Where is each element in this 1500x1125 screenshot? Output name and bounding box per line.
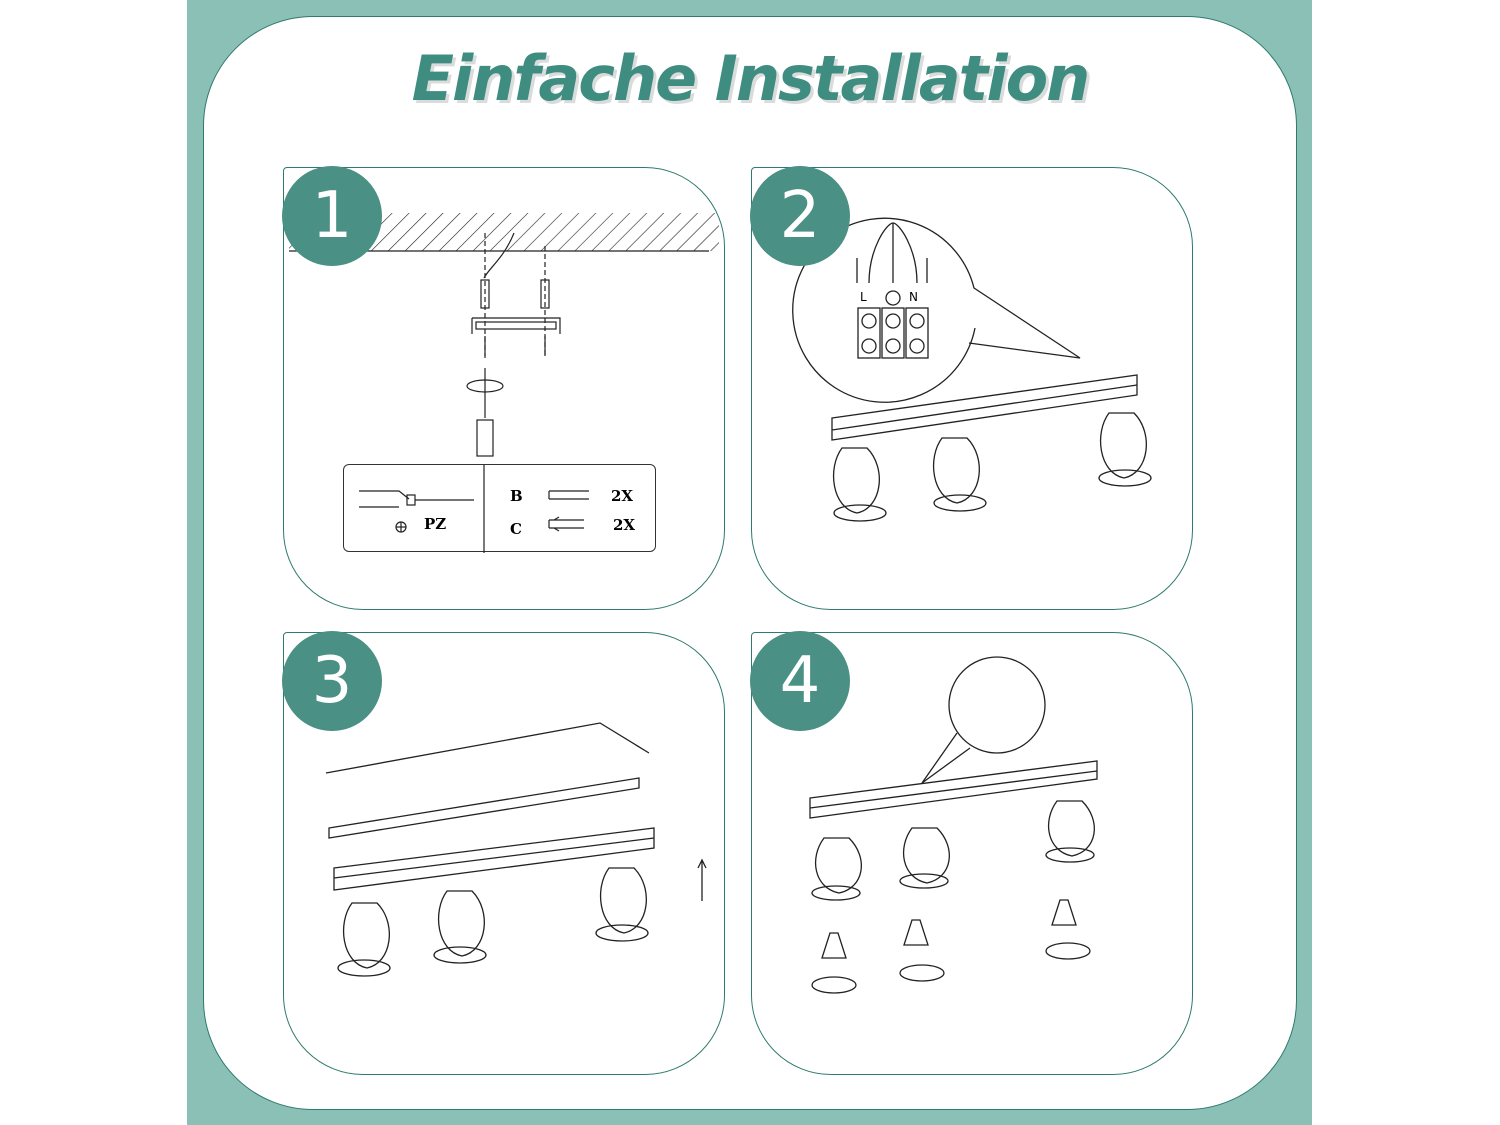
step-1-panel: 1 PZ B 2X C 2X	[282, 166, 725, 610]
part-b-qty: 2X	[611, 487, 634, 505]
step-4-badge: 4	[750, 631, 850, 731]
step-2-panel: 2 L N	[750, 166, 1193, 610]
screwdriver-type: PZ	[424, 515, 447, 533]
bulb-install-illustration	[809, 656, 1098, 994]
step-1-badge: 1	[282, 166, 382, 266]
part-b-letter: B	[510, 487, 523, 505]
part-c-letter: C	[510, 520, 522, 538]
part-c-qty: 2X	[613, 516, 636, 534]
step-3-panel: 3	[282, 631, 725, 1075]
step-2-badge: 2	[750, 166, 850, 266]
page-title: Einfache Installation	[411, 42, 1091, 115]
step-3-badge: 3	[282, 631, 382, 731]
live-label: L	[860, 290, 867, 304]
wall-plug-icon	[548, 516, 584, 532]
step-4-panel: 4	[750, 631, 1193, 1075]
neutral-label: N	[909, 290, 918, 304]
screwdriver-icon	[359, 490, 410, 508]
screw-icon	[548, 490, 589, 500]
wiring-illustration	[792, 217, 1152, 522]
tools-and-parts-box: PZ B 2X C 2X	[343, 464, 656, 553]
mount-fixture-illustration	[325, 722, 707, 977]
